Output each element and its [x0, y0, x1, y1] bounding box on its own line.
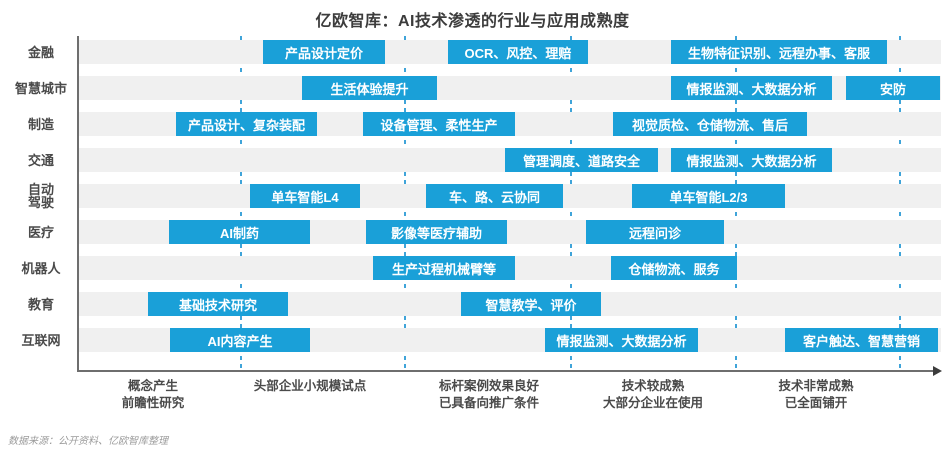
application-box: 产品设计定价	[263, 40, 385, 64]
stage-label-4: 技术较成熟 大部分企业在使用	[602, 379, 703, 410]
application-box: 远程问诊	[586, 220, 724, 244]
application-box: 产品设计、复杂装配	[176, 112, 317, 136]
application-box: 单车智能L4	[250, 184, 360, 208]
row-label-industry: 智慧城市	[14, 80, 67, 96]
application-box: 仓储物流、服务	[611, 256, 737, 280]
application-box: 客户触达、智慧营销	[785, 328, 938, 352]
application-box: 情报监测、大数据分析	[545, 328, 698, 352]
application-box: 设备管理、柔性生产	[363, 112, 515, 136]
application-box: AI制药	[169, 220, 310, 244]
application-box: 管理调度、道路安全	[505, 148, 658, 172]
application-box: 情报监测、大数据分析	[671, 148, 832, 172]
application-box: 视觉质检、仓储物流、售后	[613, 112, 807, 136]
row-label-industry: 制造	[27, 116, 54, 132]
application-box: 单车智能L2/3	[632, 184, 785, 208]
application-box: OCR、风控、理赔	[448, 40, 588, 64]
application-box: AI内容产生	[170, 328, 310, 352]
row-label-industry: 机器人	[21, 260, 61, 276]
row-label-industry: 医疗	[27, 224, 54, 240]
stage-label-5: 技术非常成熟 已全面铺开	[778, 379, 854, 410]
application-box: 生物特征识别、远程办事、客服	[671, 40, 887, 64]
row-label-industry: 互联网	[21, 332, 61, 348]
application-box: 影像等医疗辅助	[366, 220, 507, 244]
application-box: 生活体验提升	[302, 76, 437, 100]
application-box: 基础技术研究	[148, 292, 288, 316]
stage-label-2: 头部企业小规模试点	[253, 379, 367, 393]
row-label-industry: 教育	[27, 296, 54, 312]
application-box: 车、路、云协同	[426, 184, 563, 208]
y-axis-line	[77, 36, 79, 371]
x-axis-arrow-icon	[933, 366, 942, 376]
source-note: 数据来源：公开资料、亿欧智库整理	[8, 436, 168, 447]
stage-label-3: 标杆案例效果良好 已具备向推广条件	[438, 379, 539, 410]
row-label-industry: 金融	[27, 44, 54, 60]
application-box: 生产过程机械臂等	[373, 256, 515, 280]
application-box: 安防	[846, 76, 940, 100]
row-label-industry: 交通	[27, 152, 54, 168]
row-label-industry: 自动 驾驶	[27, 182, 54, 210]
application-box: 情报监测、大数据分析	[671, 76, 832, 100]
application-box: 智慧教学、评价	[461, 292, 601, 316]
x-axis-line	[77, 370, 935, 372]
stage-label-1: 概念产生 前瞻性研究	[121, 379, 185, 410]
chart-title: 亿欧智库：AI技术渗透的行业与应用成熟度	[315, 13, 630, 30]
